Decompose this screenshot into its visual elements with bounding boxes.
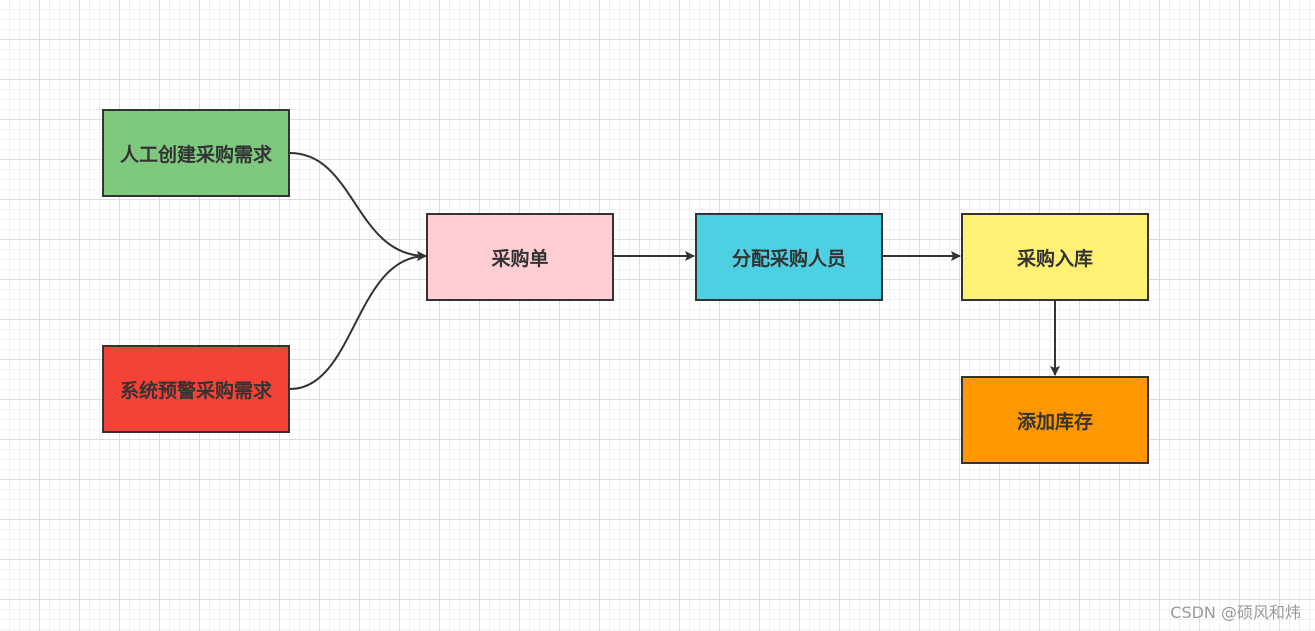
node-assign-purchaser[interactable]: 分配采购人员 (695, 213, 883, 301)
node-manual-purchase-request[interactable]: 人工创建采购需求 (102, 109, 290, 197)
node-purchase-order[interactable]: 采购单 (426, 213, 614, 301)
watermark-text: CSDN @硕风和炜 (1170, 603, 1301, 622)
node-add-inventory[interactable]: 添加库存 (961, 376, 1149, 464)
edge-system-to-order (289, 251, 427, 390)
edge-manual-to-order (289, 152, 427, 261)
node-system-alert-purchase-request[interactable]: 系统预警采购需求 (102, 345, 290, 433)
node-purchase-warehousing[interactable]: 采购入库 (961, 213, 1149, 301)
